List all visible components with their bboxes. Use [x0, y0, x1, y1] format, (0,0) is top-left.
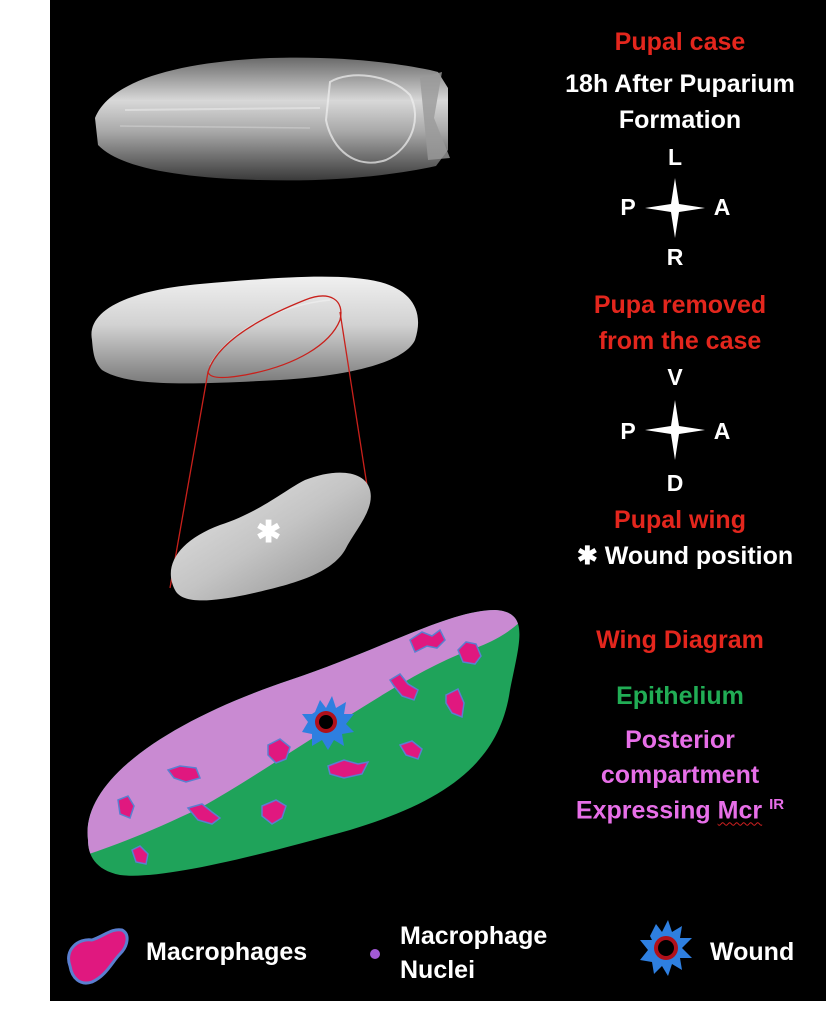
- compass2-left: P: [620, 418, 636, 444]
- pupal-wing-label: Pupal wing: [614, 506, 746, 534]
- figure-artwork: [67, 57, 705, 985]
- wing-diagram: [87, 610, 520, 876]
- time-label-line1: 18h After Puparium: [565, 70, 795, 98]
- legend-wound: Wound: [710, 938, 795, 966]
- compass1-top: L: [667, 144, 683, 170]
- mcr-superscript: IR: [769, 796, 785, 813]
- pupa-removed-line1: Pupa removed: [593, 291, 767, 319]
- asterisk-icon: ✱: [576, 542, 598, 570]
- expressing-text: Expressing: [575, 796, 711, 825]
- pupal-wing-image: [170, 472, 371, 601]
- compass2-top: V: [667, 364, 683, 390]
- posterior-label-line2: compartment: [600, 761, 760, 789]
- compass1-right: A: [713, 194, 731, 220]
- wound-icon: [640, 920, 692, 976]
- expressing-mcr-label: Expressing Mcr IR: [540, 797, 820, 823]
- posterior-label-line1: Posterior: [625, 726, 735, 754]
- legend-macrophages: Macrophages: [146, 938, 308, 966]
- wound-in-diagram: [302, 696, 354, 750]
- macrophages: [117, 628, 482, 865]
- time-label-line2: Formation: [618, 106, 742, 134]
- pupal-case-image: [95, 57, 450, 181]
- compass1-bottom: R: [666, 244, 684, 270]
- compass2-right: A: [713, 418, 731, 444]
- compass-cross-icon: [645, 400, 705, 460]
- legend-nuclei-line2: Nuclei: [400, 956, 476, 984]
- figure-panel: ✱ Pupal case 18h After Puparium Formatio…: [50, 0, 826, 1001]
- compass1-left: P: [620, 194, 636, 220]
- wing-diagram-label: Wing Diagram: [596, 626, 764, 654]
- wound-position-label: ✱ Wound position: [550, 544, 820, 569]
- compass2-bottom: D: [666, 470, 684, 496]
- nucleus-dot-icon: [370, 949, 380, 959]
- pupa-image: [91, 276, 419, 589]
- mcr-text: Mcr: [717, 796, 763, 825]
- compass-cross-icon: [645, 178, 705, 238]
- legend-nuclei-line1: Macrophage: [400, 922, 548, 950]
- wound-position-text: Wound position: [604, 542, 794, 570]
- asterisk-icon: ✱: [256, 516, 282, 549]
- pupa-removed-line2: from the case: [598, 327, 762, 355]
- epithelium-label: Epithelium: [616, 682, 744, 710]
- pupal-case-label: Pupal case: [614, 28, 746, 56]
- macrophage-icon: [67, 928, 129, 985]
